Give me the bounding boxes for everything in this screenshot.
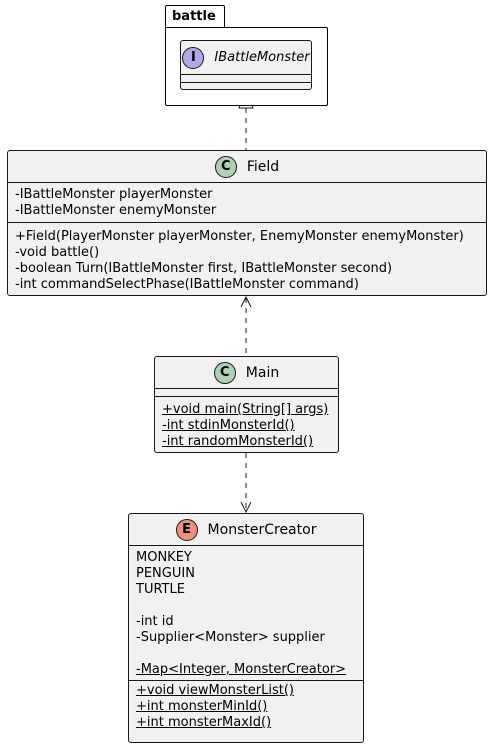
enum-method: +int monsterMaxId() [136,715,272,730]
main-header: C Main [155,357,338,388]
enum-header: E MonsterCreator [129,514,363,545]
field-class-name: Field [246,158,280,175]
field-method: -void battle() [15,245,100,260]
enum-field: -int id [136,614,174,629]
main-method: +void main(String[] args) [162,402,329,417]
interface-methods-section [181,82,311,90]
field-header: C Field [8,151,486,182]
class-badge-icon: C [214,155,237,178]
enum-constant: MONKEY [136,550,192,565]
package-name: battle [172,9,216,24]
enum-method: +int monsterMinId() [136,699,268,714]
enum-methods: +void viewMonsterList() +int monsterMinI… [129,680,363,734]
main-methods: +void main(String[] args) -int stdinMons… [155,396,338,453]
interface-header: I IBattleMonster [181,41,311,74]
field-attribute: -IBattleMonster enemyMonster [15,203,217,218]
class-badge-icon: C [213,361,236,384]
field-methods: +Field(PlayerMonster playerMonster, Enem… [8,222,486,296]
field-method: +Field(PlayerMonster playerMonster, Enem… [15,229,464,244]
interface-badge-icon: I [182,46,205,69]
package-tab: battle [165,5,225,28]
enum-body: MONKEY PENGUIN TURTLE -int id -Supplier<… [129,545,363,680]
enum-static-field: -Map<Integer, MonsterCreator> [136,662,347,677]
field-attribute: -IBattleMonster playerMonster [15,187,213,202]
field-method: -int commandSelectPhase(IBattleMonster c… [15,277,359,292]
interface-ibattlemonster[interactable]: I IBattleMonster [180,40,312,90]
enum-badge-icon: E [175,518,198,541]
dependency-main-creator-arrowhead [240,501,252,514]
enum-spacer [129,598,363,614]
field-method: -boolean Turn(IBattleMonster first, IBat… [15,261,393,276]
interface-attributes-section [181,74,311,82]
enum-monstercreator[interactable]: E MonsterCreator MONKEY PENGUIN TURTLE -… [128,513,364,743]
class-field[interactable]: C Field -IBattleMonster playerMonster -I… [7,150,487,296]
enum-name: MonsterCreator [207,521,317,538]
main-attributes [155,388,338,396]
interface-name: IBattleMonster [214,50,310,65]
main-method: -int stdinMonsterId() [162,418,295,433]
main-class-name: Main [245,364,280,381]
enum-spacer [129,646,363,662]
enum-method: +void viewMonsterList() [136,683,294,698]
field-attributes: -IBattleMonster playerMonster -IBattleMo… [8,182,486,222]
main-method: -int randomMonsterId() [162,434,314,449]
enum-constant: TURTLE [136,582,185,597]
enum-constant: PENGUIN [136,566,195,581]
class-main[interactable]: C Main +void main(String[] args) -int st… [154,356,339,453]
enum-field: -Supplier<Monster> supplier [136,630,325,645]
dependency-main-field-arrowhead [240,295,252,308]
